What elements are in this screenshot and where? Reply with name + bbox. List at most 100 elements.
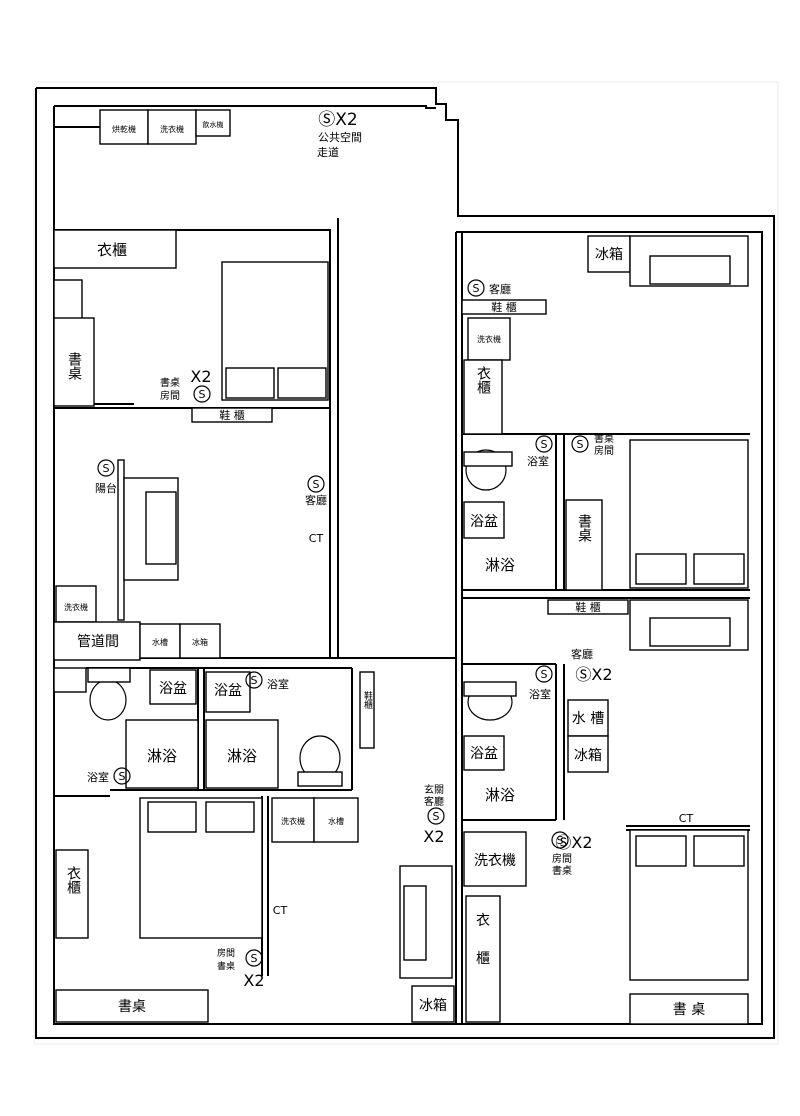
s-marker-11: S xyxy=(557,834,564,847)
s-marker-circle-1 xyxy=(97,459,115,477)
s-marker-circle-7 xyxy=(467,279,485,297)
desk-room-a-line1: 書桌 xyxy=(160,376,180,389)
room-desk-c-line1: 房間 xyxy=(217,947,235,959)
bathroom-r2-label: 浴室 xyxy=(529,687,551,701)
wardrobe-r2-line2: 櫃 xyxy=(476,951,490,967)
living-r-label: 客廳 xyxy=(489,282,511,296)
sink-a-label: 水槽 xyxy=(152,637,168,647)
shower-r2-label: 淋浴 xyxy=(485,786,515,804)
desk-room-a-line2: 房間 xyxy=(160,389,180,402)
fridge-d-label: 冰箱 xyxy=(419,998,447,1014)
living-a-label: 客廳 xyxy=(305,493,327,507)
pipe-room-label: 管道間 xyxy=(77,634,119,650)
ct-r2-label: CT xyxy=(679,812,694,825)
desk-r-label: 書桌 xyxy=(576,514,592,542)
sx2-r3-label: ⓈX2 xyxy=(555,833,592,852)
bathroom-r-label: 浴室 xyxy=(527,454,549,468)
x2-c-label: X2 xyxy=(243,971,264,990)
s-marker-2: S xyxy=(313,478,320,491)
shoe-cabinet-r2-label: 鞋 櫃 xyxy=(575,600,601,614)
s-marker-4: S xyxy=(119,770,126,783)
s-marker-circle-9 xyxy=(571,435,589,453)
room-a: 衣櫃 書桌 X2 書桌 房間 鞋 櫃 xyxy=(53,229,329,423)
basin-b-label: 浴盆 xyxy=(214,683,242,699)
room-r1: 冰箱 客廳 鞋 櫃 CT 洗衣機 衣櫃 浴室 書桌 房間 浴盆 淋浴 書桌 xyxy=(461,235,749,591)
desk-room-r-line2: 房間 xyxy=(594,444,614,457)
wardrobe-r-label: 衣櫃 xyxy=(475,366,491,394)
interior-walls-right xyxy=(462,433,750,831)
sink-b-label: 水槽 xyxy=(328,816,344,826)
bathroom-a-label: 浴室 xyxy=(87,770,109,784)
wardrobe-b-label: 衣櫃 xyxy=(65,866,81,894)
living-a: 陽台 客廳 CT 洗衣機 管道間 水槽 冰箱 xyxy=(53,477,327,661)
x2-a-label: X2 xyxy=(190,367,211,386)
shoe-cabinet-r-label: 鞋 櫃 xyxy=(491,300,517,314)
washer-r-label: 洗衣機 xyxy=(477,334,501,344)
sx2-r2-label: ⓈX2 xyxy=(575,665,612,684)
shower-r-label: 淋浴 xyxy=(485,556,515,574)
basin-a-label: 浴盆 xyxy=(159,681,187,697)
s-marker-9: S xyxy=(577,438,584,451)
entrance-living-line1: 玄關 xyxy=(424,783,444,796)
s-marker-circle-3 xyxy=(245,671,263,689)
shower-a-label: 淋浴 xyxy=(147,747,177,765)
dryer-label: 烘乾機 xyxy=(112,124,136,134)
s-marker-7: S xyxy=(473,282,480,295)
balcony-label: 陽台 xyxy=(95,481,117,495)
public-space-label: 公共空間 xyxy=(318,130,362,144)
room-c: 鞋櫃 洗衣機 水槽 衣櫃 CT 房間 書桌 X2 書桌 xyxy=(55,671,375,1023)
entrance-living-line2: 客廳 xyxy=(424,795,444,808)
s-marker-0: S xyxy=(199,388,206,401)
s-marker-6: S xyxy=(251,952,258,965)
water-dispenser-label: 飲水機 xyxy=(203,120,224,129)
fridge-r-label: 冰箱 xyxy=(595,247,623,263)
washer-top-label: 洗衣機 xyxy=(160,124,184,134)
x2-entrance-label: X2 xyxy=(423,827,444,846)
corridor-label: 走道 xyxy=(317,145,339,159)
basin-r-label: 浴盆 xyxy=(470,514,498,530)
s-marker-3: S xyxy=(251,674,258,687)
entrance: 玄關 客廳 X2 冰箱 xyxy=(399,783,455,1023)
s-markers: S S S S S S S S S S S S xyxy=(97,279,589,967)
shoe-cabinet-a-label: 鞋 櫃 xyxy=(219,408,245,422)
wardrobe-a-label: 衣櫃 xyxy=(97,241,127,259)
basin-r2-label: 浴盆 xyxy=(470,746,498,762)
washer-a-label: 洗衣機 xyxy=(64,602,88,612)
room-r2: 鞋 櫃 客廳 ⓈX2 浴室 水 槽 冰箱 浴盆 淋浴 CT 洗衣機 ⓈX2 房間… xyxy=(463,599,749,1025)
s-marker-circle-2 xyxy=(307,475,325,493)
s-marker-circle-11 xyxy=(551,831,569,849)
s-marker-circle-6 xyxy=(245,949,263,967)
washer-b-label: 洗衣機 xyxy=(281,816,305,826)
s-marker-circle-10 xyxy=(535,665,553,683)
desk-room-r-line1: 書桌 xyxy=(594,432,614,445)
desk-r2-label: 書 桌 xyxy=(673,1002,705,1018)
shower-b-label: 淋浴 xyxy=(227,747,257,765)
interior-walls-left xyxy=(54,218,463,1024)
s-marker-circle-5 xyxy=(427,807,445,825)
wardrobe-r2-line1: 衣 xyxy=(476,913,490,929)
fridge-r2-label: 冰箱 xyxy=(574,748,602,764)
s-marker-1: S xyxy=(103,462,110,475)
washer-r2-label: 洗衣機 xyxy=(474,853,516,869)
living-r2-label: 客廳 xyxy=(571,647,593,661)
desk-a-label: 書桌 xyxy=(66,352,82,380)
desk-c-label: 書桌 xyxy=(118,999,146,1015)
ct-c-label: CT xyxy=(273,904,288,917)
s-marker-circle-4 xyxy=(113,767,131,785)
ct-center-label: CT xyxy=(309,532,324,545)
room-desk-r3-line2: 書桌 xyxy=(552,864,572,877)
corridor-sx2-label: ⓈX2 xyxy=(318,110,357,130)
s-marker-circle-0 xyxy=(193,385,211,403)
bathroom-b-label: 浴室 xyxy=(267,677,289,691)
s-marker-5: S xyxy=(433,810,440,823)
sink-r2-label: 水 槽 xyxy=(572,711,604,727)
room-desk-r3-line1: 房間 xyxy=(552,852,572,865)
s-marker-circle-8 xyxy=(535,435,553,453)
shoe-cabinet-b-label: 鞋櫃 xyxy=(362,690,373,710)
bathrooms-left: 浴盆 浴盆 浴室 淋浴 淋浴 浴室 xyxy=(53,667,343,789)
room-desk-c-line2: 書桌 xyxy=(217,960,235,972)
fridge-a-label: 冰箱 xyxy=(192,637,208,647)
s-marker-10: S xyxy=(541,668,548,681)
s-marker-8: S xyxy=(541,438,548,451)
